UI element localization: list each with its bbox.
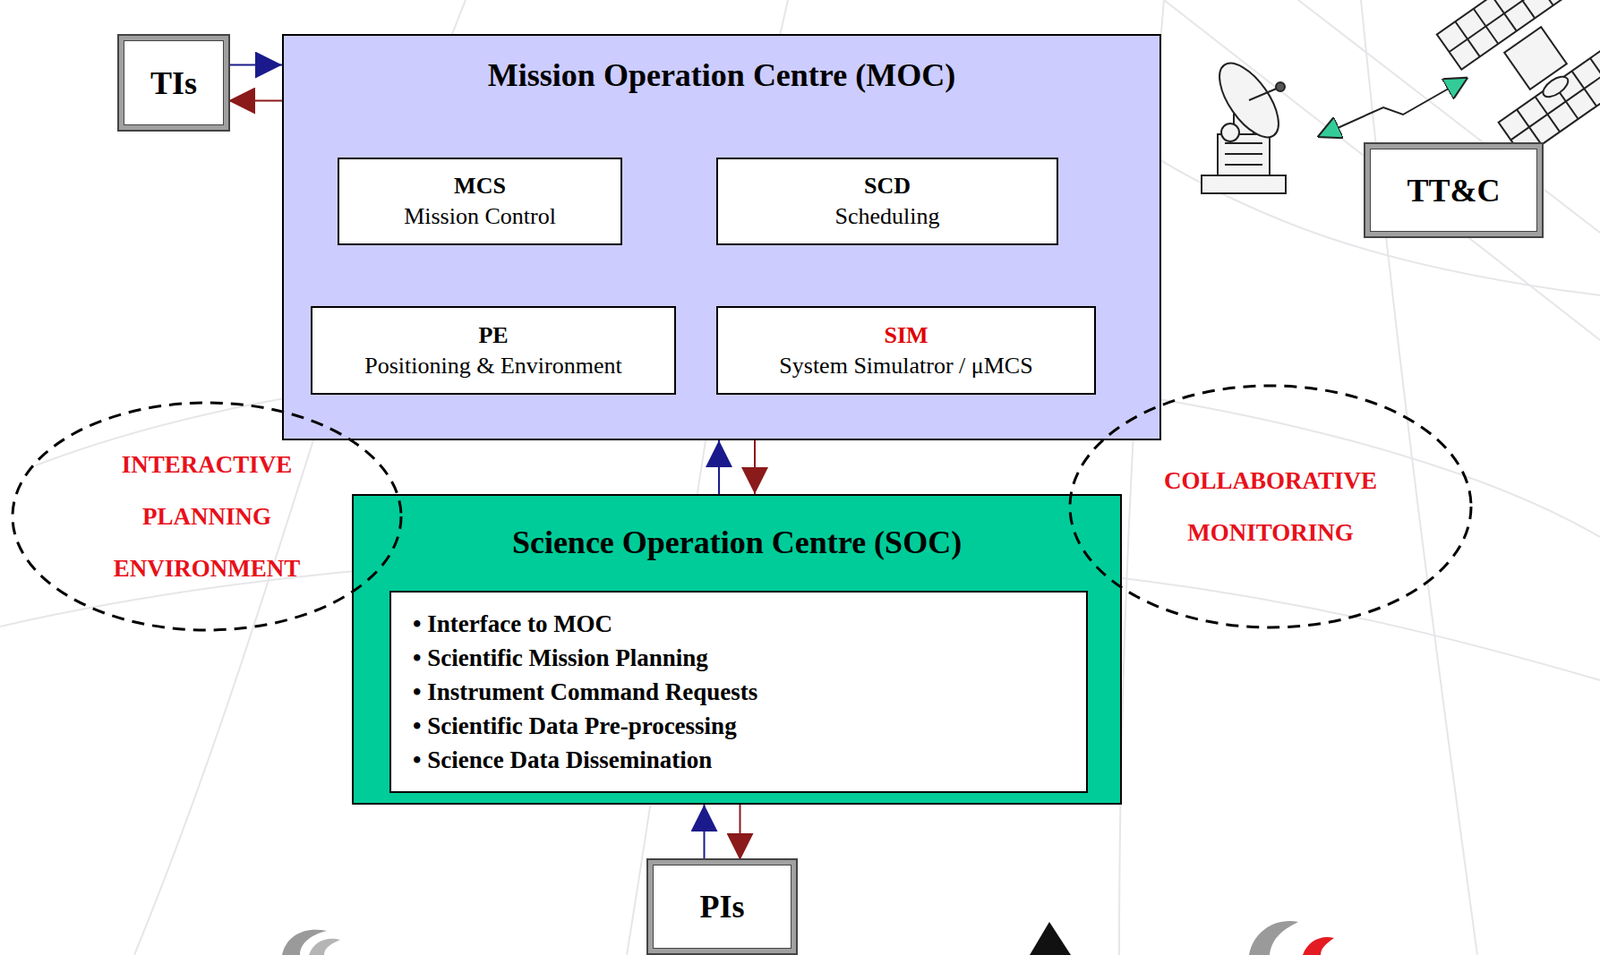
system-box: SCDScheduling: [716, 157, 1059, 246]
system-box: Science Operation Centre (SOC) • Interfac…: [351, 494, 1122, 805]
link-arrows: [704, 804, 741, 861]
link-arrows: [718, 440, 755, 495]
arrow-from: [753, 440, 756, 495]
box-title: SIM: [883, 320, 928, 351]
box-subtitle: Scheduling: [835, 201, 941, 232]
link-arrows: [228, 65, 283, 102]
region-label: INTERACTIVE PLANNING ENVIRONMENT: [89, 438, 325, 595]
arrow-to: [718, 440, 720, 495]
system-box: MCSMission Control: [337, 157, 623, 246]
region-ellipse: COLLABORATIVE MONITORING: [1068, 384, 1473, 630]
region-label: COLLABORATIVE MONITORING: [1136, 454, 1405, 559]
box-title: SCD: [864, 171, 911, 202]
box-title: PE: [478, 320, 508, 351]
box-title: TIs: [150, 64, 197, 103]
system-box: Mission Operation Centre (MOC) MCSMission…: [282, 34, 1162, 441]
system-box: • Interface to MOC• Scientific Mission P…: [389, 590, 1088, 794]
box-title: TT&C: [1406, 171, 1500, 210]
arrow-from: [228, 100, 283, 103]
box-title: Science Operation Centre (SOC): [512, 522, 962, 563]
bullet-item: • Science Data Dissemination: [412, 743, 712, 778]
box-subtitle: Positioning & Environment: [364, 350, 622, 382]
dashed-ellipse: [1068, 384, 1473, 630]
bullet-item: • Scientific Mission Planning: [412, 641, 709, 676]
radio-link-arrow: [1319, 78, 1466, 137]
bullet-item: • Scientific Data Pre-processing: [412, 709, 737, 744]
system-box: SIMSystem Simulatror / μMCS: [716, 306, 1096, 395]
logos: [282, 921, 1335, 955]
arrow-to: [228, 64, 283, 67]
bullet-item: • Interface to MOC: [412, 607, 613, 642]
ellipse-outline: [1069, 385, 1472, 628]
system-box: TT&C: [1365, 144, 1542, 237]
box-title: PIs: [699, 888, 745, 926]
system-box: PIs: [648, 860, 796, 954]
system-box: PEPositioning & Environment: [310, 306, 676, 395]
box-title: Mission Operation Centre (MOC): [487, 55, 956, 95]
arrow-to: [703, 804, 706, 861]
ground-station-dish: [1201, 53, 1291, 194]
arrow-from: [739, 804, 742, 861]
ellipse-outline: [12, 402, 402, 631]
box-title: MCS: [453, 171, 506, 202]
box-subtitle: Mission Control: [403, 201, 557, 232]
box-subtitle: System Simulatror / μMCS: [778, 350, 1033, 382]
bullet-item: • Instrument Command Requests: [412, 675, 758, 710]
satellite: [1437, 0, 1600, 158]
region-ellipse: INTERACTIVE PLANNING ENVIRONMENT: [10, 401, 403, 633]
system-box: TIs: [119, 35, 229, 130]
